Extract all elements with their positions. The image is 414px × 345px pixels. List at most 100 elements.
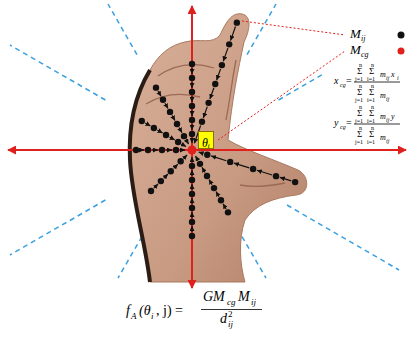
inward-arrow	[182, 144, 186, 147]
mass-point	[189, 117, 195, 123]
formula-term: i=1	[367, 118, 375, 124]
formula-term: Σ	[357, 130, 362, 139]
formula-term: ij	[386, 96, 389, 102]
inward-arrow	[191, 68, 192, 74]
inward-arrow	[202, 167, 205, 172]
mass-point	[250, 166, 256, 172]
formula-term: M	[350, 27, 361, 40]
inward-arrow	[180, 149, 185, 150]
centroid-symbol	[398, 48, 405, 55]
mass-point	[189, 61, 195, 67]
formula-term: x	[391, 71, 395, 79]
formula-term: Σ	[369, 88, 374, 97]
mass-point	[204, 152, 210, 158]
mass-point-symbol	[398, 32, 405, 39]
mass-point	[227, 159, 233, 165]
mass-points	[133, 19, 299, 239]
inward-arrow	[203, 107, 207, 118]
inward-arrow	[191, 184, 192, 190]
formula-term: ij	[386, 138, 389, 144]
inward-arrow	[191, 157, 192, 162]
formula-term: A	[131, 312, 137, 321]
leader-line	[218, 51, 345, 140]
inward-arrow	[223, 48, 228, 61]
mass-point	[218, 197, 224, 203]
formula-term: Σ	[357, 109, 362, 118]
formula-term: cg	[340, 124, 346, 130]
mass-point	[160, 97, 166, 103]
formula-term: M	[238, 290, 250, 304]
formula-term: =	[346, 118, 352, 128]
formula-term: M	[350, 43, 361, 56]
mass-point	[151, 125, 157, 131]
formula-term: 2	[228, 310, 233, 319]
formula-term: Σ	[369, 109, 374, 118]
formula-term: Σ	[369, 67, 374, 76]
mass-point	[189, 191, 195, 197]
formula-term: i	[397, 75, 399, 81]
mass-point	[168, 168, 174, 174]
mass-point	[189, 131, 195, 137]
dashed-line	[279, 73, 325, 100]
dashed-line	[287, 205, 399, 270]
inward-arrow	[234, 163, 249, 168]
inward-arrow	[166, 149, 172, 150]
mass-point	[175, 139, 181, 145]
formula-term: j=1	[355, 139, 363, 145]
inward-arrow	[217, 69, 221, 80]
inward-arrow	[184, 155, 188, 159]
formula-term: cg	[340, 82, 346, 88]
formula-term: ij	[386, 75, 389, 81]
formula-term: =	[346, 76, 352, 86]
hand-shape	[130, 14, 307, 282]
inward-arrow	[199, 152, 204, 153]
inward-arrow	[140, 149, 144, 150]
inward-arrow	[179, 127, 182, 132]
formula-term: ij	[386, 117, 389, 123]
dashed-line	[10, 200, 105, 255]
inward-arrow	[209, 179, 212, 184]
mass-point	[189, 177, 195, 183]
mass-point	[234, 19, 240, 25]
formula-term: ij	[228, 320, 233, 329]
mass-point	[273, 173, 279, 179]
inward-arrow	[216, 192, 219, 197]
angle-label: θᵢ	[202, 137, 210, 150]
finger-crease	[226, 60, 236, 120]
mass-point	[177, 158, 183, 164]
formula-term: m	[380, 71, 386, 79]
inward-arrow	[191, 226, 192, 232]
formula-term: x	[334, 76, 338, 86]
inward-arrow	[165, 103, 168, 108]
coordinate-axes	[8, 6, 406, 288]
mass-point	[153, 84, 159, 90]
inward-arrow	[196, 156, 199, 160]
mass-point	[199, 119, 205, 125]
inward-arrow	[145, 123, 150, 126]
inward-arrow	[191, 170, 192, 176]
finger-crease	[158, 65, 214, 76]
formula-term: i=1	[367, 97, 375, 103]
inward-arrow	[157, 130, 162, 133]
formula-term: Σ	[357, 67, 362, 76]
inward-arrow	[154, 184, 158, 188]
inward-arrow	[191, 124, 192, 130]
inward-arrow	[191, 110, 192, 116]
fraction-bars	[201, 82, 400, 310]
mass-point	[211, 185, 217, 191]
mass-point	[226, 41, 232, 47]
inward-arrow	[164, 174, 168, 178]
inward-arrow	[280, 177, 291, 181]
inward-arrow	[172, 115, 175, 120]
mass-point	[189, 75, 195, 81]
mass-point	[212, 81, 218, 87]
formula-term: , j) =	[156, 304, 183, 318]
formula-term: ij	[361, 35, 365, 43]
mass-point	[181, 133, 187, 139]
inward-arrow	[174, 164, 178, 168]
formula-term: (θ	[139, 304, 151, 318]
inward-arrow	[223, 204, 226, 209]
formula-term: y	[334, 118, 338, 128]
inward-arrow	[191, 138, 192, 143]
